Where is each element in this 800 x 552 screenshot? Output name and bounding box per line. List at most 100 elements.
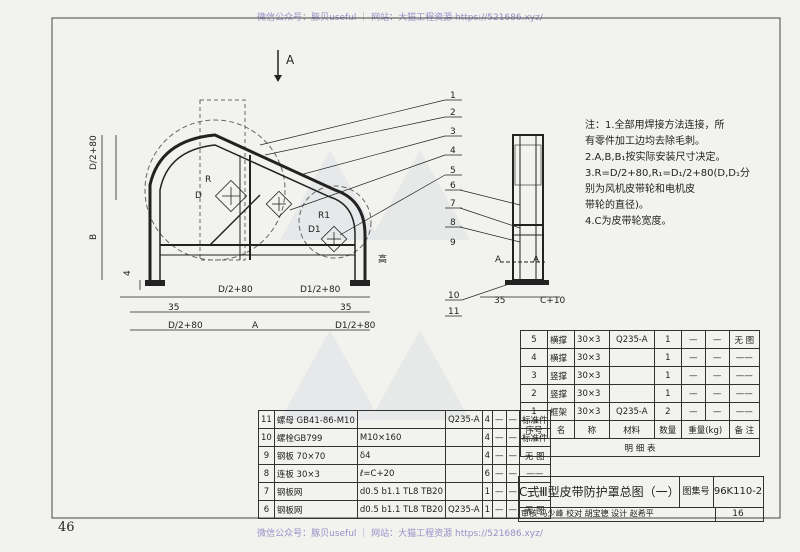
table-header: 序号名称材料数量重量(kg)备 注 <box>519 420 761 439</box>
cell-material: Q235-A <box>444 500 483 519</box>
diameter-label: D <box>195 191 202 201</box>
cell-no: 3 <box>519 366 549 385</box>
cell-spec: 30×3 <box>574 402 610 421</box>
cell-weight-total: — <box>505 428 520 447</box>
callout-11: 11 <box>448 307 459 317</box>
cell-name: 螺母 GB41-86-M10 <box>273 410 358 429</box>
cell-weight: — <box>492 500 507 519</box>
header-name: 名 <box>547 420 576 439</box>
cell-weight-total: — <box>704 330 730 349</box>
cell-material: Q235-A <box>444 410 483 429</box>
dim-35-left: 35 <box>168 303 179 313</box>
cell-qty: 4 <box>481 446 494 465</box>
cell-no: 7 <box>258 482 275 501</box>
cell-spec: M10×160 <box>356 428 446 447</box>
watermark-bottom: 微信公众号：豚贝useful ｜ 网站：大猫工程资源 https://52168… <box>257 529 543 539</box>
cell-qty: 2 <box>653 402 682 421</box>
cell-weight: — <box>492 482 507 501</box>
cell-no: 6 <box>258 500 275 519</box>
sheet-page: 16 <box>732 509 744 519</box>
cell-weight-total: — <box>505 410 520 429</box>
header-spec: 称 <box>574 420 610 439</box>
cell-remark: 标准件 <box>519 428 551 447</box>
cell-weight-total: — <box>704 402 730 421</box>
dim-d1-half: D1/2+80 <box>300 285 341 295</box>
radius1-label: R1 <box>318 211 330 221</box>
cell-weight: — <box>680 348 706 367</box>
section-mark-left: A <box>495 255 502 265</box>
cell-no: 8 <box>258 464 275 483</box>
callout-6: 6 <box>450 181 456 191</box>
guard-frame <box>148 133 367 280</box>
cell-qty: 1 <box>653 330 682 349</box>
cell-remark: —— <box>728 384 761 403</box>
callout-4: 4 <box>450 146 456 156</box>
dim-35-right: 35 <box>340 303 351 313</box>
cell-qty: 1 <box>653 384 682 403</box>
header-remark: 备 注 <box>728 420 761 439</box>
cell-qty: 4 <box>481 428 494 447</box>
cell-material: Q235-A <box>608 330 655 349</box>
callout-8: 8 <box>450 218 456 228</box>
cell-qty: 6 <box>481 464 494 483</box>
height-mark: 高 <box>378 253 387 265</box>
cell-remark: 标准件 <box>519 410 551 429</box>
cell-remark: 无 图 <box>728 330 761 349</box>
cell-remark: 无 图 <box>519 500 551 519</box>
cell-weight: — <box>680 330 706 349</box>
note-line: 带轮的直径)。 <box>585 200 649 211</box>
cell-name: 竖撑 <box>547 384 576 403</box>
cell-qty: 1 <box>481 500 494 519</box>
cell-spec: ℓ=C+20 <box>356 464 446 483</box>
cell-name: 横撑 <box>547 348 576 367</box>
table-footer: 明 细 表 <box>520 438 760 457</box>
page-number: 46 <box>58 520 75 535</box>
cell-material <box>444 428 483 447</box>
table-caption: 明 细 表 <box>520 438 760 457</box>
dim-a: A <box>252 321 259 331</box>
view-arrow-label: A <box>286 53 295 67</box>
atlas-number-label: 图集号 <box>679 477 714 508</box>
cell-weight: — <box>680 366 706 385</box>
cell-weight-total: — <box>704 384 730 403</box>
cell-no: 2 <box>519 384 549 403</box>
header-material: 材料 <box>608 420 655 439</box>
motor-pulley-outline <box>298 185 372 259</box>
dim-35-side: 35 <box>494 296 505 306</box>
cell-spec: δ4 <box>356 446 446 465</box>
cell-qty: 4 <box>481 410 494 429</box>
cell-material: Q235-A <box>608 402 655 421</box>
cell-material <box>608 348 655 367</box>
cell-name: 钢板网 <box>273 482 358 501</box>
dim-d-half-bottom: D/2+80 <box>168 321 203 331</box>
cell-weight: — <box>492 446 507 465</box>
cell-spec: 30×3 <box>574 384 610 403</box>
callout-2: 2 <box>450 108 456 118</box>
cell-weight: — <box>680 384 706 403</box>
cell-remark: —— <box>728 402 761 421</box>
cell-remark: —— <box>728 348 761 367</box>
dim-c-plus-10: C+10 <box>540 296 566 306</box>
callout-7: 7 <box>450 199 456 209</box>
cell-weight-total: — <box>704 366 730 385</box>
cell-spec: d0.5 b1.1 TL8 TB20 <box>356 482 446 501</box>
callout-5: 5 <box>450 166 456 176</box>
cell-name: 竖撑 <box>547 366 576 385</box>
cell-weight-total: — <box>704 348 730 367</box>
note-line: 2.A,B,B₁按实际安装尺寸决定。 <box>585 152 726 163</box>
dim-d-plus-80-v: D/2+80 <box>89 135 99 170</box>
cell-name: 钢板 70×70 <box>273 446 358 465</box>
cell-spec <box>356 410 446 429</box>
cell-spec: 30×3 <box>574 348 610 367</box>
